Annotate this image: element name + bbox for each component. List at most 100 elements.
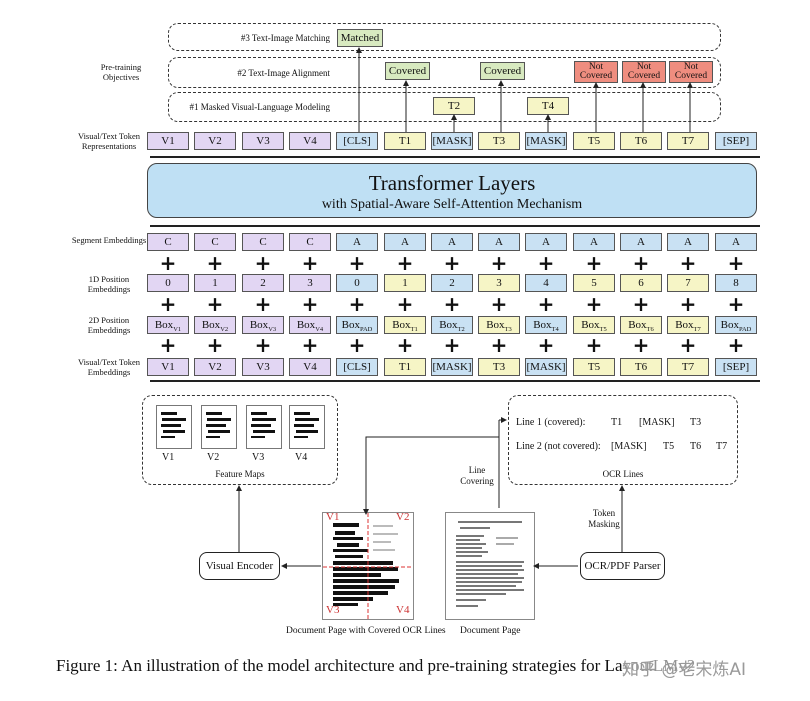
visual-encoder-box: Visual Encoder [199, 552, 280, 580]
token-emb-12: [SEP] [715, 358, 757, 376]
plus-a-3: + [301, 251, 319, 275]
pos2d-sub-1: V2 [220, 326, 229, 334]
pos2d-sub-8: T4 [551, 326, 559, 334]
feature-map-thumb-3 [289, 405, 325, 449]
segment-embeddings-label: Segment Embeddings [71, 235, 147, 245]
pos2d-0: BoxV1 [147, 316, 189, 334]
token-repr-8: [MASK] [525, 132, 567, 150]
token-emb-11: T7 [667, 358, 709, 376]
token-repr-5: T1 [384, 132, 426, 150]
segment-0: C [147, 233, 189, 251]
document-page-image [456, 521, 524, 607]
segment-9: A [573, 233, 615, 251]
line1-token-3: T3 [690, 417, 702, 428]
plus-c-8: + [537, 333, 555, 357]
plus-b-5: + [396, 292, 414, 316]
pos1d-0: 0 [147, 274, 189, 292]
plus-b-7: + [490, 292, 508, 316]
pos1d-11: 7 [667, 274, 709, 292]
plus-c-7: + [490, 333, 508, 357]
plus-b-11: + [679, 292, 697, 316]
line2-token-1: [MASK] [611, 441, 647, 452]
document-page-caption: Document Page [460, 626, 521, 636]
token-embeddings-label: Visual/Text Token Embeddings [77, 357, 141, 377]
pos1d-8: 4 [525, 274, 567, 292]
objective-2-panel [168, 57, 721, 88]
pos2d-sub-7: T3 [504, 326, 512, 334]
pos2d-9: BoxT5 [573, 316, 615, 334]
plus-a-12: + [727, 251, 745, 275]
feature-map-thumb-0 [156, 405, 192, 449]
plus-b-6: + [443, 292, 461, 316]
plus-a-5: + [396, 251, 414, 275]
token-emb-5: T1 [384, 358, 426, 376]
objective-3-label: #3 Text-Image Matching [240, 33, 330, 43]
transformer-title: Transformer Layers [368, 171, 536, 195]
pos1d-12: 8 [715, 274, 757, 292]
pos2d-base-7: Box [486, 319, 505, 331]
feature-map-label-0: V1 [162, 452, 175, 463]
plus-a-10: + [632, 251, 650, 275]
objective-1-label: #1 Masked Visual-Language Modeling [189, 102, 330, 112]
line2-token-2: T5 [663, 441, 675, 452]
token-masking-label: Token Masking [588, 508, 620, 529]
objective-3-panel [168, 23, 721, 51]
plus-b-2: + [254, 292, 272, 316]
feature-map-label-2: V3 [252, 452, 265, 463]
feature-map-thumb-1 [201, 405, 237, 449]
plus-c-12: + [727, 333, 745, 357]
covered-document-image [323, 513, 413, 619]
feature-map-thumb-2 [246, 405, 282, 449]
token-representations-label: Visual/Text Token Representations [77, 131, 141, 151]
objective-2-label: #2 Text-Image Alignment [237, 68, 330, 78]
plus-b-4: + [348, 292, 366, 316]
token-repr-4: [CLS] [336, 132, 378, 150]
pos2d-3: BoxV4 [289, 316, 331, 334]
plus-a-7: + [490, 251, 508, 275]
plus-a-4: + [348, 251, 366, 275]
token-emb-10: T6 [620, 358, 662, 376]
token-repr-9: T5 [573, 132, 615, 150]
quadrant-v1: V1 [326, 511, 340, 523]
token-emb-7: T3 [478, 358, 520, 376]
pos2d-base-11: Box [675, 319, 694, 331]
token-emb-9: T5 [573, 358, 615, 376]
ocr-lines-panel [508, 395, 738, 485]
pipeline-arrows [236, 417, 625, 569]
covered-output-1: Covered [385, 62, 430, 80]
document-page [445, 512, 535, 620]
pos1d-4: 0 [336, 274, 378, 292]
plus-c-10: + [632, 333, 650, 357]
token-emb-0: V1 [147, 358, 189, 376]
divider-bottom [150, 380, 760, 382]
pos1d-1: 1 [194, 274, 236, 292]
plus-c-11: + [679, 333, 697, 357]
pos1d-7: 3 [478, 274, 520, 292]
not-covered-output-2: Not Covered [622, 61, 666, 83]
token-emb-1: V2 [194, 358, 236, 376]
plus-a-6: + [443, 251, 461, 275]
segment-6: A [431, 233, 473, 251]
pos2d-base-8: Box [533, 319, 552, 331]
segment-5: A [384, 233, 426, 251]
line2-token-4: T7 [716, 441, 728, 452]
segment-8: A [525, 233, 567, 251]
covered-document [322, 512, 414, 620]
plus-a-8: + [537, 251, 555, 275]
pos2d-7: BoxT3 [478, 316, 520, 334]
token-emb-2: V3 [242, 358, 284, 376]
token-repr-6: [MASK] [431, 132, 473, 150]
feature-maps-label: Feature Maps [215, 469, 265, 479]
plus-c-3: + [301, 333, 319, 357]
plus-a-0: + [159, 251, 177, 275]
plus-a-2: + [254, 251, 272, 275]
pretraining-objectives-label: Pre-training Objectives [100, 62, 142, 82]
objective-arrows [356, 47, 693, 132]
figure-caption: Figure 1: An illustration of the model a… [56, 656, 696, 675]
pos2d-sub-12: PAD [738, 326, 752, 334]
segment-7: A [478, 233, 520, 251]
token-emb-4: [CLS] [336, 358, 378, 376]
pos2d-sub-0: V1 [173, 326, 182, 334]
plus-c-2: + [254, 333, 272, 357]
